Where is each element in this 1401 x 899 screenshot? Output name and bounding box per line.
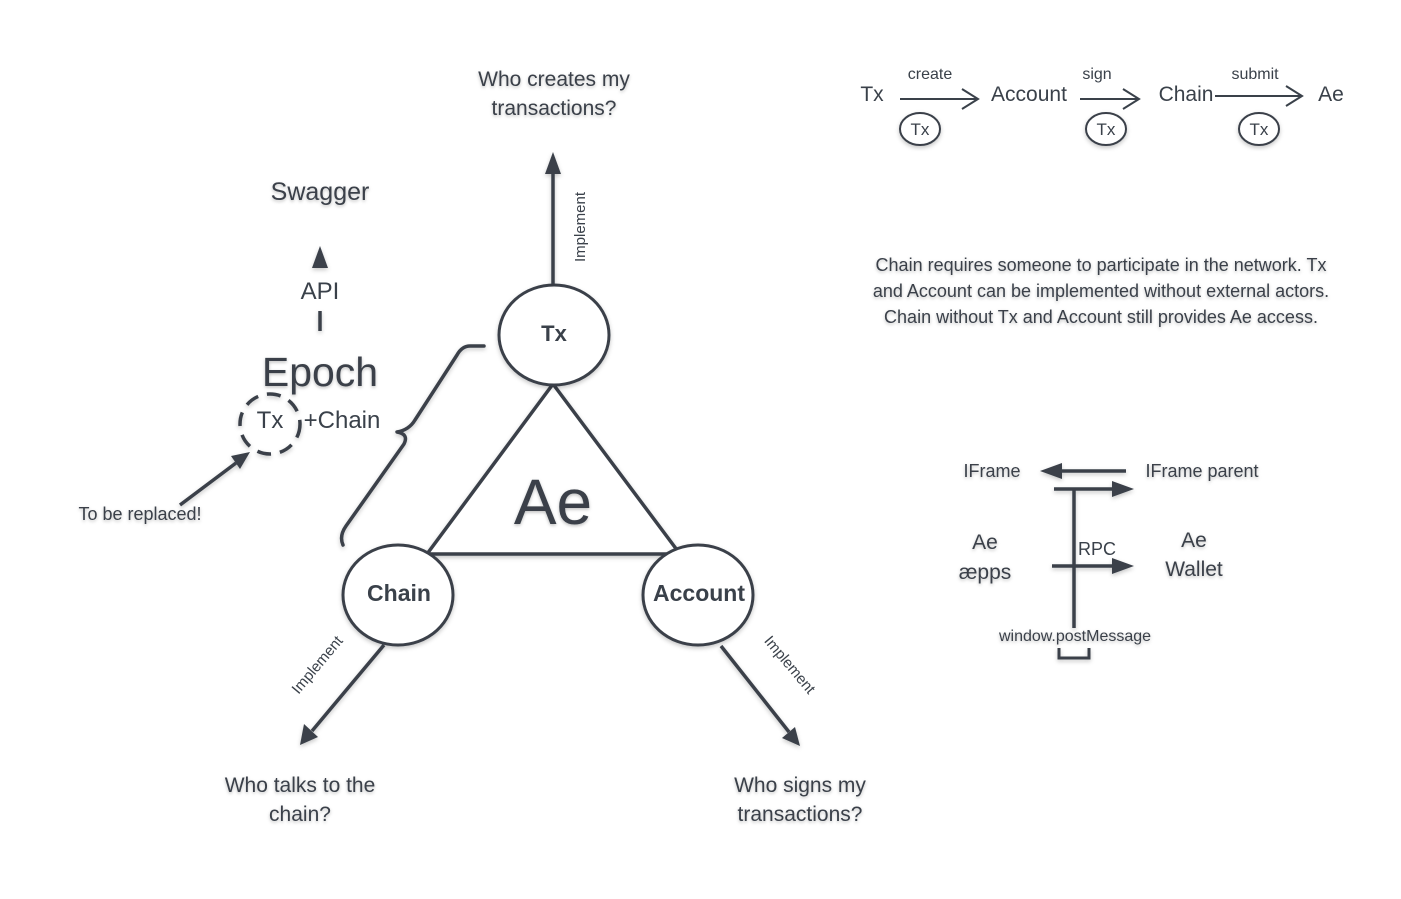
rpc-wallet-line1: Ae [1181, 529, 1207, 552]
account-question-line2: transactions? [738, 803, 863, 826]
account-question-line1: Who signs my [734, 774, 866, 797]
epoch-brace [339, 344, 486, 547]
flow-token-1-label: Tx [911, 120, 930, 139]
rpc-aepps-line1: Ae [972, 531, 998, 554]
tx-node-label: Tx [541, 321, 567, 346]
epoch-tx-label: Tx [257, 407, 284, 434]
rpc-postmessage: window.postMessage [998, 628, 1151, 645]
account-implement-arrow [719, 644, 800, 746]
chain-node-circle [341, 543, 455, 647]
swagger-label: Swagger [271, 178, 370, 206]
description-line1: Chain requires someone to participate in… [876, 255, 1327, 275]
ae-center-label: Ae [514, 466, 592, 538]
chain-node: Chain [341, 543, 455, 647]
flow-token-2-label: Tx [1097, 120, 1116, 139]
chain-question-line1: Who talks to the [225, 774, 376, 797]
flow-account: Account [991, 83, 1067, 106]
chain-question-line2: chain? [269, 803, 331, 826]
flow-diagram: Tx create Tx Account sign Tx Chain submi… [860, 66, 1344, 146]
flow-create: create [908, 66, 953, 83]
replace-arrow [178, 452, 250, 507]
api-label: API [301, 278, 340, 305]
flow-sign: sign [1082, 66, 1111, 83]
rpc-arrows [1040, 463, 1134, 660]
tx-node: Tx [497, 283, 611, 387]
rpc-label: RPC [1078, 539, 1116, 559]
account-node-label: Account [653, 580, 745, 606]
tx-question-line2: transactions? [492, 97, 617, 120]
api-arrow [312, 246, 328, 331]
tx-node-circle [497, 283, 611, 387]
flow-chain: Chain [1159, 83, 1214, 106]
chain-implement-arrow [300, 643, 386, 745]
rpc-diagram: IFrame IFrame parent Ae æpps RPC Ae Wall… [959, 461, 1259, 660]
epoch-chain-label: +Chain [304, 407, 381, 434]
account-implement-label: Implement [760, 633, 819, 698]
rpc-aepps-line2: æpps [959, 561, 1012, 584]
flow-token-1 [899, 112, 941, 146]
flow-token-3-label: Tx [1250, 120, 1269, 139]
account-node-circle [641, 543, 755, 647]
epoch-title: Epoch [262, 349, 378, 395]
tx-implement-label: Implement [572, 191, 589, 262]
chain-implement-label: Implement [289, 632, 348, 697]
chain-node-label: Chain [367, 580, 431, 606]
ae-triangle [425, 382, 682, 556]
description-line3: Chain without Tx and Account still provi… [884, 307, 1318, 327]
rpc-iframe-parent: IFrame parent [1145, 461, 1258, 481]
rpc-wallet-line2: Wallet [1165, 558, 1223, 581]
epoch-tx-dashed-circle [238, 392, 302, 456]
description-block: Chain requires someone to participate in… [873, 255, 1329, 327]
tx-implement-arrow [545, 152, 561, 284]
flow-token-2 [1085, 112, 1127, 146]
rpc-iframe: IFrame [963, 461, 1020, 481]
account-node: Account [641, 543, 755, 647]
description-line2: and Account can be implemented without e… [873, 281, 1329, 301]
tx-question-line1: Who creates my [478, 68, 630, 91]
core-triangle-group [425, 382, 682, 556]
flow-ae: Ae [1318, 83, 1344, 106]
flow-submit: submit [1231, 66, 1279, 83]
flow-token-3 [1238, 112, 1280, 146]
flow-tx: Tx [860, 83, 884, 106]
replace-note: To be replaced! [78, 504, 201, 524]
